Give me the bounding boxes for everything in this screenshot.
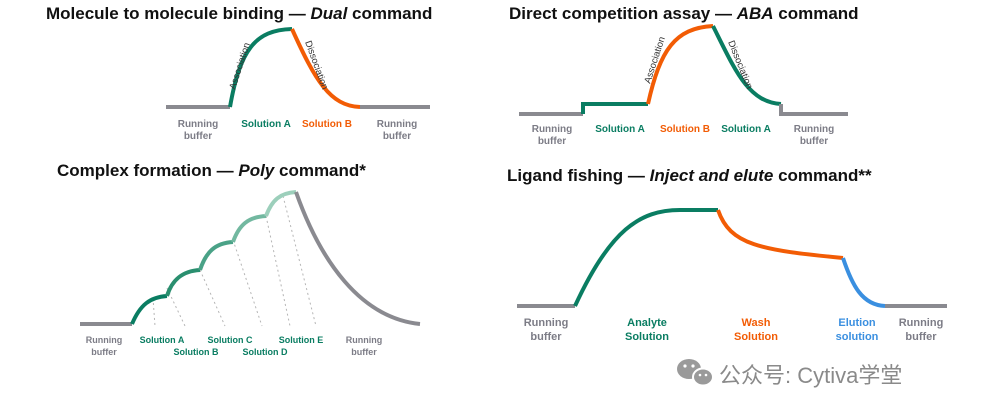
panel1-title-prefix: Molecule to molecule binding —	[46, 4, 311, 23]
panel3-solution-a-curve	[130, 294, 168, 325]
panel4-title-italic: Inject and elute	[649, 166, 774, 185]
panel2-label-buffer-1: buffer	[538, 136, 566, 147]
panel1-dissociation-label: Dissociation	[302, 39, 330, 91]
panel3-dashed-guides	[152, 195, 317, 327]
panel2-title-italic: ABA	[736, 4, 774, 23]
panel2-title-suffix: command	[773, 4, 859, 23]
panel4-label-analyte: Analyte	[627, 317, 667, 329]
panel2-title-prefix: Direct competition assay —	[509, 4, 737, 23]
panel4-analyte-curve	[573, 208, 718, 307]
panel3-label-running-1: Running	[86, 335, 123, 345]
panel1-label-solution-b: Solution B	[302, 119, 352, 130]
panel1-association-curve	[228, 27, 293, 108]
panel4-label-buffer-2: buffer	[905, 331, 937, 343]
panel1-label-buffer-2: buffer	[383, 131, 411, 142]
panel1-label-solution-a: Solution A	[241, 119, 291, 130]
panel3-label-solution-b: Solution B	[174, 347, 219, 357]
panel3-label-running-2: Running	[346, 335, 383, 345]
watermark-text: 公众号: Cytiva学堂	[719, 363, 903, 388]
panel4-label-elution-solution: solution	[836, 331, 879, 343]
panel4-title-suffix: command**	[773, 166, 872, 185]
panel2-dissociation-label: Dissociation	[725, 39, 754, 91]
panel2-label-running-2: Running	[794, 124, 835, 135]
panel4-label-running-2: Running	[899, 317, 944, 329]
panel1-label-running-2: Running	[377, 119, 418, 130]
panel2-curve	[519, 24, 848, 116]
panel3-label-buffer-1: buffer	[91, 347, 117, 357]
panel4-label-elution: Elution	[838, 317, 876, 329]
panel1-title-italic: Dual	[310, 4, 348, 23]
panel4-label-buffer-1: buffer	[530, 331, 562, 343]
panel2-label-running-1: Running	[532, 124, 573, 135]
panel4-elution-curve	[841, 257, 886, 308]
panel3-curve	[80, 190, 421, 326]
panel3-title-italic: Poly	[238, 161, 275, 180]
panel2-title: Direct competition assay — ABA command	[509, 4, 859, 24]
panel3-label-solution-c: Solution C	[208, 335, 253, 345]
panel1-association-label: Association	[227, 41, 252, 91]
panel4-label-analyte-solution: Solution	[625, 331, 669, 343]
panel2-dissociation-curve	[711, 25, 782, 106]
panel3-title-suffix: command*	[274, 161, 366, 180]
panel4-label-wash-solution: Solution	[734, 331, 778, 343]
panel4-title: Ligand fishing — Inject and elute comman…	[507, 166, 872, 186]
panel2-label-solution-a-1: Solution A	[595, 124, 645, 135]
panel4-title-prefix: Ligand fishing —	[507, 166, 650, 185]
panel2-solution-a-step	[581, 102, 648, 114]
panel1-label-running-1: Running	[178, 119, 219, 130]
panel3-label-solution-d: Solution D	[243, 347, 288, 357]
panel3-solution-d-curve	[231, 214, 267, 243]
panel2-label-buffer-2: buffer	[800, 136, 828, 147]
panel3-solution-b-curve	[165, 268, 201, 297]
panel3-label-buffer-2: buffer	[351, 347, 377, 357]
panel3-dissociation-curve	[294, 191, 421, 326]
panel1-title-suffix: command	[347, 4, 433, 23]
panel4-wash-curve	[716, 209, 844, 260]
panel4-label-running-1: Running	[524, 317, 569, 329]
panel3-label-solution-e: Solution E	[279, 335, 324, 345]
panel1-label-buffer-1: buffer	[184, 131, 212, 142]
panel4-label-wash: Wash	[742, 317, 771, 329]
wechat-icon	[677, 359, 714, 387]
panel3-title: Complex formation — Poly command*	[57, 161, 366, 181]
panel4-curve	[517, 208, 947, 308]
panel2-baseline-right	[779, 104, 848, 116]
panel2-label-solution-a-2: Solution A	[721, 124, 771, 135]
panel1-dissociation-curve	[290, 28, 361, 109]
panel3-title-prefix: Complex formation —	[57, 161, 239, 180]
panel1-curve	[166, 27, 430, 109]
panel3-solution-c-curve	[198, 240, 234, 271]
panel3-label-solution-a: Solution A	[140, 335, 185, 345]
panel2-association-curve	[646, 24, 714, 105]
panel3-solution-e-curve	[264, 190, 297, 217]
panel2-label-solution-b: Solution B	[660, 124, 710, 135]
panel1-title: Molecule to molecule binding — Dual comm…	[46, 4, 432, 24]
